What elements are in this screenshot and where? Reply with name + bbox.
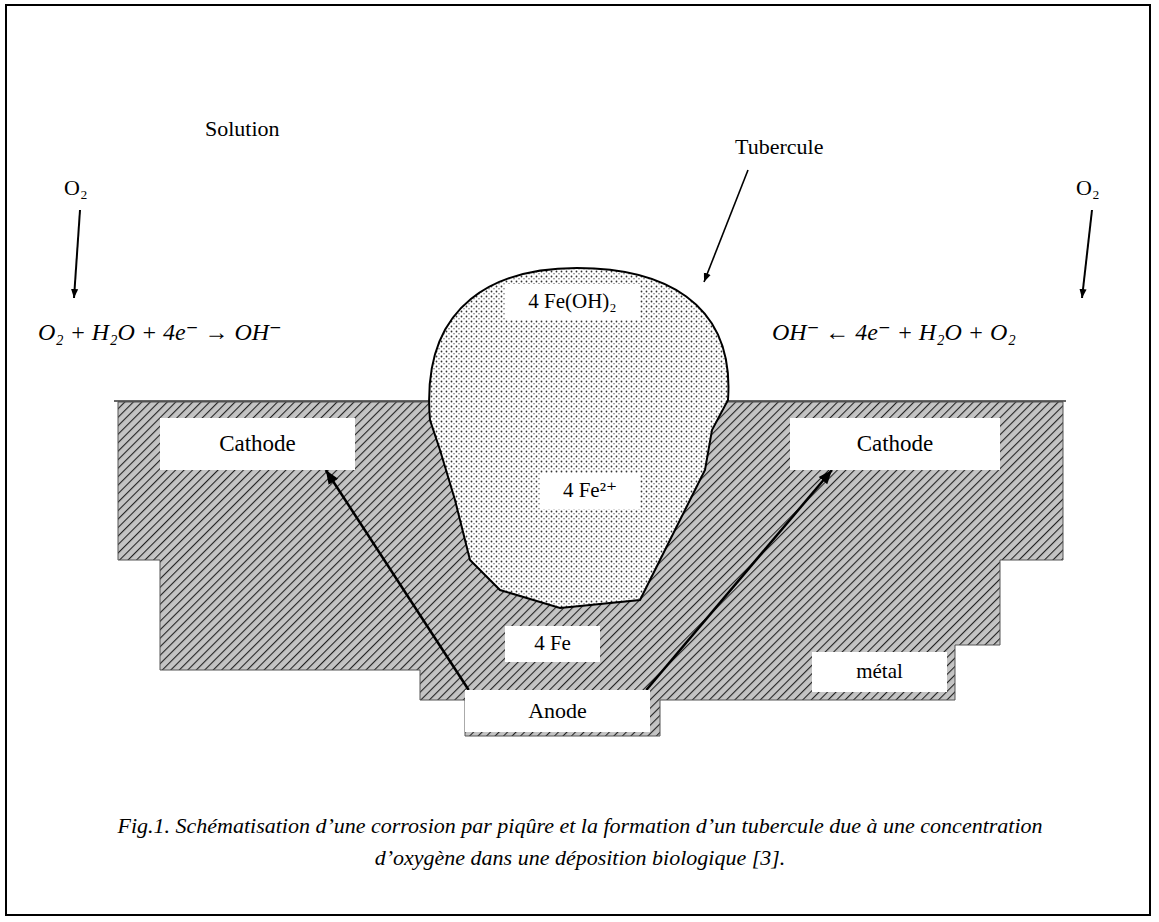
node-label: 4 Fe²⁺ [563,478,617,503]
callout-label: Tubercule [735,134,823,160]
oxygen-arrow [1082,210,1092,298]
compound-box: 4 Fe(OH)₂ [505,284,640,320]
node-label: Anode [528,698,587,724]
oxygen-arrow [74,210,80,298]
ion-box: 4 Fe²⁺ [540,473,640,509]
node-label: 4 Fe(OH)₂ [528,289,616,314]
figure-frame [6,5,1150,915]
tubercle-deposit [429,268,728,608]
region-label: Solution [205,116,280,142]
reaction-equation: OH⁻ ← 4e⁻ + H₂O + O₂ [772,318,1016,347]
node-label: métal [856,659,903,684]
reaction-equation: O₂ + H₂O + 4e⁻ → OH⁻ [38,318,282,347]
cathode-box: Cathode [160,418,355,470]
node-label: 4 Fe [534,631,571,656]
node-label: Cathode [219,430,296,458]
metal-atom-box: 4 Fe [505,626,600,662]
current-arrow [646,470,832,690]
cathode-box: Cathode [790,418,1000,470]
material-box: métal [812,652,947,692]
figure-caption: Fig.1. Schématisation d’une corrosion pa… [70,810,1090,874]
reactant-label: O₂ [64,175,88,201]
reactant-label: O₂ [1076,175,1100,201]
anode-box: Anode [465,690,650,732]
current-arrow [326,470,469,690]
node-label: Cathode [857,430,934,458]
leader-line [704,170,748,282]
